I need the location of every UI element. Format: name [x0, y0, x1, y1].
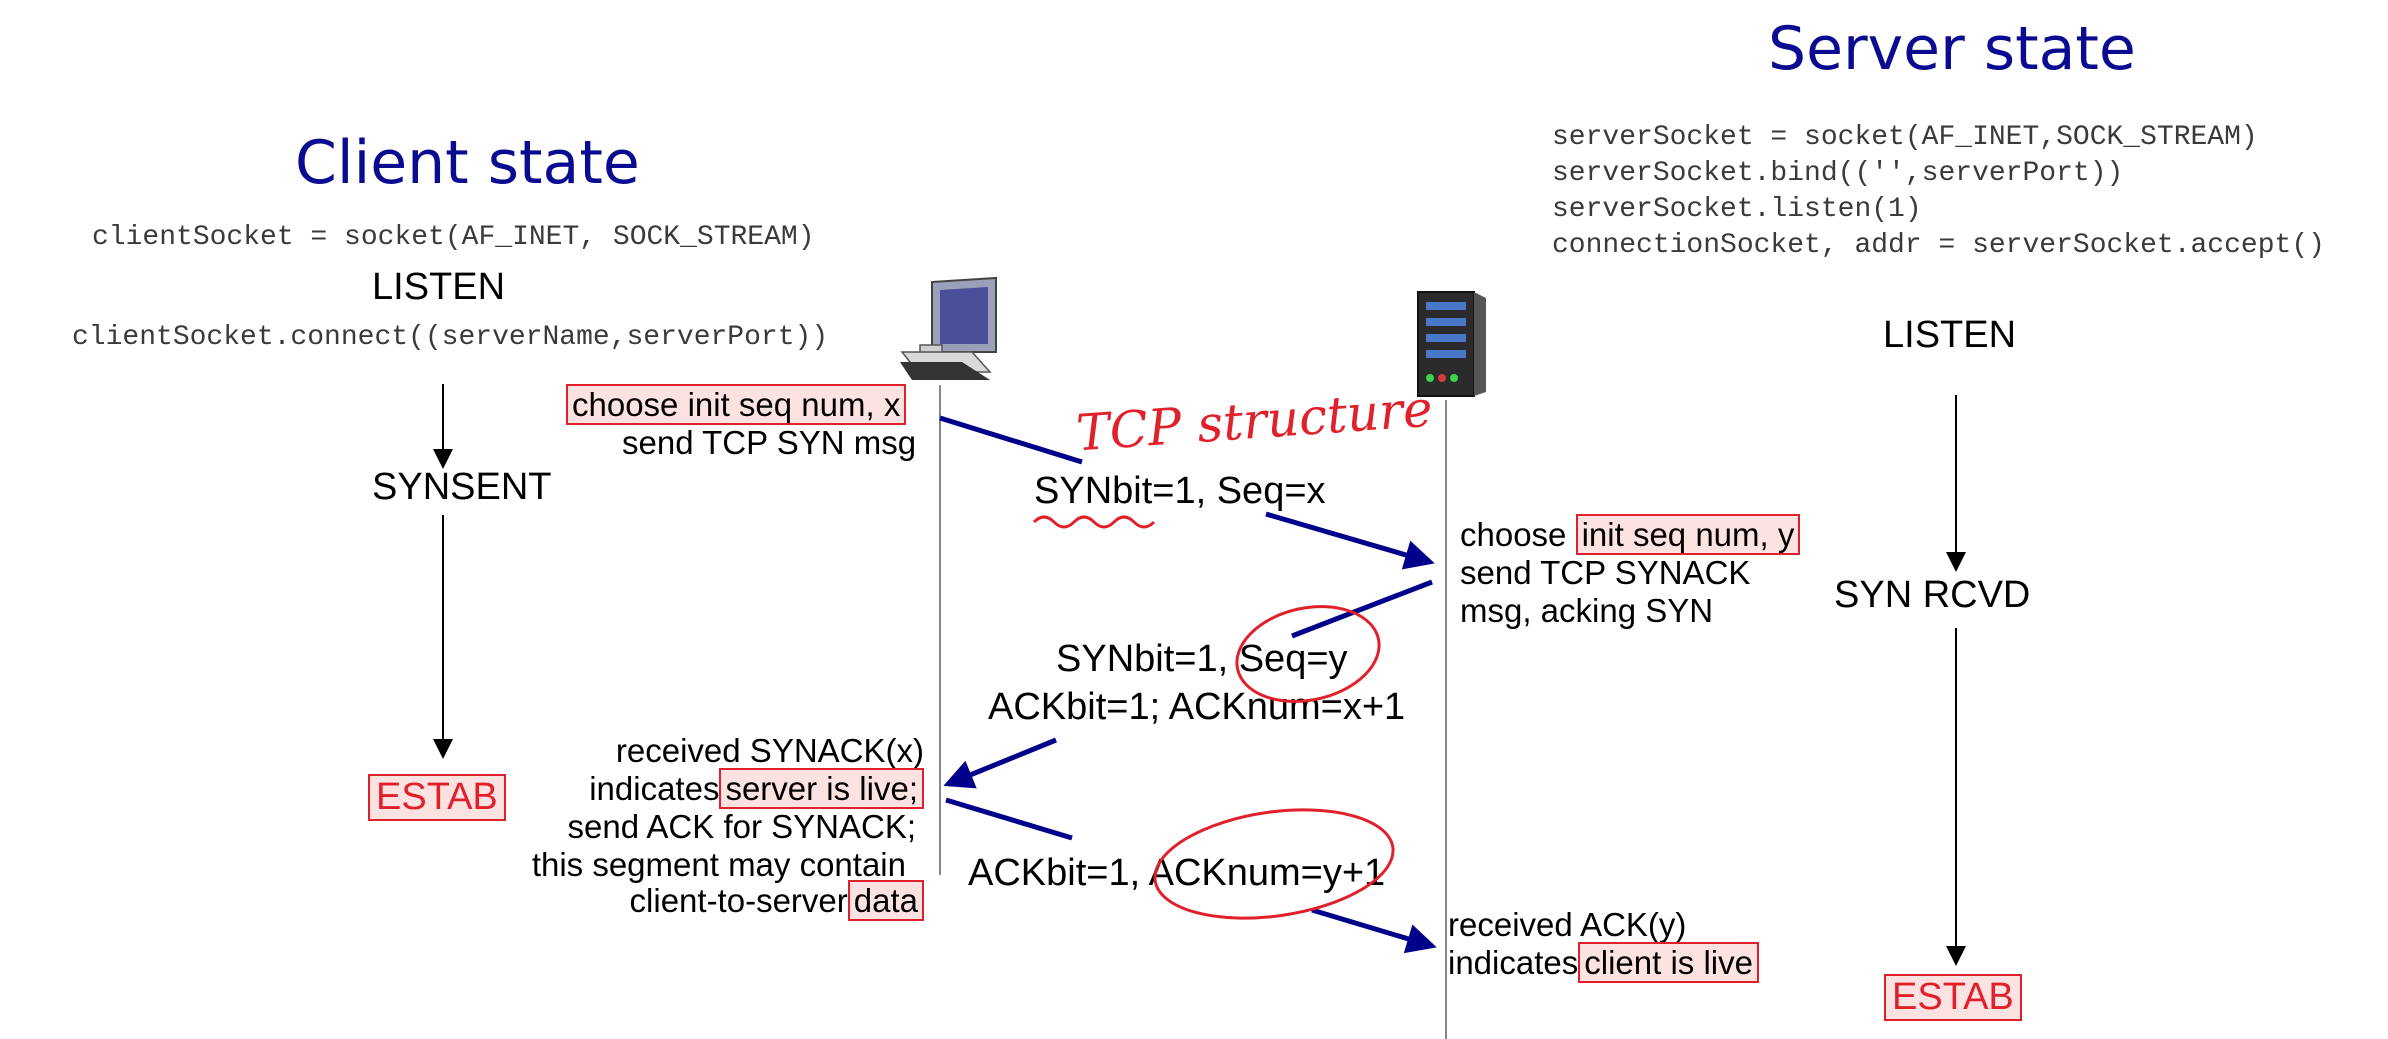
- client-listen-state: LISTEN: [372, 266, 506, 308]
- server-listen-state: LISTEN: [1883, 314, 2017, 356]
- ack-message-label: ACKbit=1, ACKnum=y+1: [968, 852, 1386, 894]
- client-socket-code: clientSocket = socket(AF_INET, SOCK_STRE…: [92, 222, 815, 253]
- server-icon: [1417, 291, 1486, 397]
- rcv-line5-text: client-to-server: [629, 882, 848, 919]
- client-state-title: Client state: [295, 128, 640, 198]
- highlight-box: data: [847, 880, 924, 921]
- highlight-box: client is live: [1578, 942, 1759, 983]
- client-rcv-line4: this segment may contain: [531, 846, 906, 883]
- annotation-circle: [1153, 808, 1395, 920]
- server-acking-syn: msg, acking SYN: [1460, 592, 1714, 629]
- client-computer-icon: [900, 276, 997, 380]
- client-connect-code: clientSocket.connect((serverName,serverP…: [72, 322, 829, 353]
- syn-message-label: SYNbit=1, Seq=x: [1034, 470, 1326, 512]
- server-estab-state: ESTAB: [1884, 974, 2022, 1021]
- client-synsent-state: SYNSENT: [372, 466, 552, 508]
- server-code-line: serverSocket.listen(1): [1552, 194, 1922, 225]
- synack-message-line1: SYNbit=1, Seq=y: [1056, 638, 1348, 680]
- highlight-box: choose init seq num, x: [566, 384, 907, 425]
- server-choose-seq: choose init seq num, y: [1460, 514, 1801, 555]
- highlight-box: init seq num, y: [1575, 514, 1801, 555]
- synack-arrow-segment: [1291, 579, 1433, 639]
- server-ack-line1: received ACK(y): [1448, 906, 1687, 943]
- server-code-line: serverSocket = socket(AF_INET,SOCK_STREA…: [1552, 122, 2258, 153]
- ack-line2-text: indicates: [1448, 944, 1579, 981]
- client-choose-seq: choose init seq num, x: [566, 384, 907, 425]
- server-state-title: Server state: [1768, 14, 2136, 84]
- annotation-circle: [1235, 605, 1381, 703]
- client-estab-state: ESTAB: [368, 774, 506, 821]
- client-send-syn: send TCP SYN msg: [622, 424, 917, 461]
- rcv-line2-text: indicates: [589, 770, 720, 807]
- server-synrcvd-state: SYN RCVD: [1834, 574, 2031, 616]
- annotation-squiggle: [1032, 515, 1156, 529]
- client-rcv-line3: send ACK for SYNACK;: [567, 808, 916, 845]
- syn-arrow-segment: [939, 415, 1083, 465]
- highlight-box: server is live;: [719, 768, 924, 809]
- synack-arrow-head: [943, 737, 1057, 789]
- server-code-line: serverSocket.bind(('',serverPort)): [1552, 158, 2124, 189]
- server-send-synack: send TCP SYNACK: [1460, 554, 1751, 591]
- choose-text: choose: [1460, 516, 1567, 553]
- syn-arrow-head: [1265, 511, 1435, 570]
- ack-arrow-segment: [945, 797, 1073, 841]
- client-rcv-line1: received SYNACK(x): [615, 732, 924, 769]
- server-code-line: connectionSocket, addr = serverSocket.ac…: [1552, 230, 2325, 261]
- ack-arrow-head: [1311, 907, 1437, 954]
